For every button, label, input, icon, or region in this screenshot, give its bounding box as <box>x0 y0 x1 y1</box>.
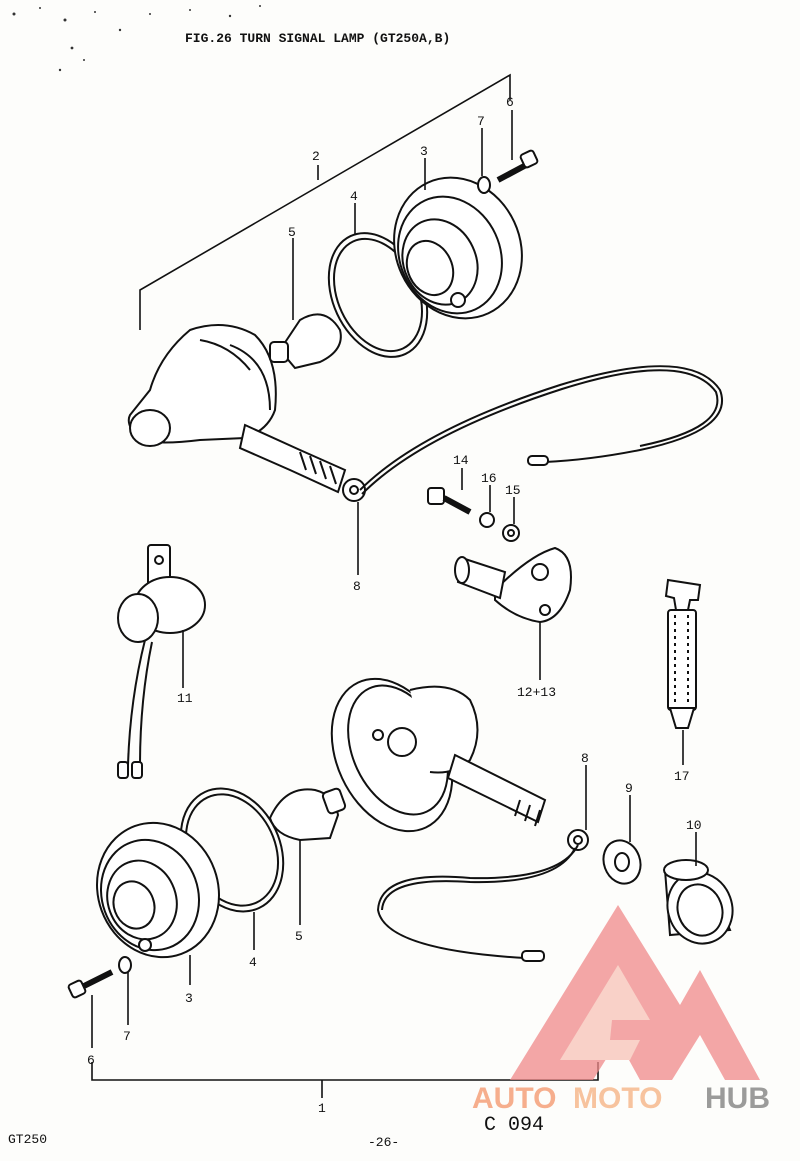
label-7-lower: 7 <box>123 1029 131 1044</box>
upper-lamp-housing <box>127 324 366 502</box>
flasher-relay-11 <box>117 544 206 779</box>
lower-washer <box>118 956 132 974</box>
washer-15 <box>502 524 520 542</box>
label-5-upper: 5 <box>288 225 296 240</box>
upper-bulb <box>269 313 342 370</box>
label-16: 16 <box>481 471 497 486</box>
label-6-lower: 6 <box>87 1053 95 1068</box>
label-8-lower: 8 <box>581 751 589 766</box>
lower-lamp-housing <box>330 677 547 833</box>
label-4-lower: 4 <box>249 955 257 970</box>
label-5-lower: 5 <box>295 929 303 944</box>
label-4-upper: 4 <box>350 189 358 204</box>
label-14: 14 <box>453 453 469 468</box>
label-2: 2 <box>312 149 320 164</box>
footer-code: C 094 <box>484 1114 544 1137</box>
watermark-logo <box>510 905 760 1080</box>
nut-8 <box>567 829 589 851</box>
watermark-moto: MOTO <box>573 1082 662 1115</box>
lower-wire <box>376 844 579 959</box>
label-6-upper: 6 <box>506 95 514 110</box>
label-9: 9 <box>625 781 633 796</box>
label-7-upper: 7 <box>477 114 485 129</box>
lower-screw <box>67 969 114 999</box>
footer-model: GT250 <box>8 1132 47 1147</box>
footer-page-number: -26- <box>368 1135 399 1150</box>
watermark-hub: HUB <box>705 1082 770 1115</box>
label-15: 15 <box>505 483 521 498</box>
watermark-auto: AUTO <box>472 1082 556 1115</box>
leader-lines <box>91 110 697 1048</box>
scan-specks <box>12 5 261 72</box>
washer-16 <box>479 512 495 528</box>
label-1: 1 <box>318 1101 326 1116</box>
label-11: 11 <box>177 691 193 706</box>
washer-9 <box>602 839 642 885</box>
label-12-13: 12+13 <box>517 685 556 700</box>
label-3-lower: 3 <box>185 991 193 1006</box>
label-10: 10 <box>686 818 702 833</box>
lower-bulb <box>268 787 347 842</box>
upper-wire <box>359 365 723 491</box>
lower-lens <box>96 821 220 959</box>
upper-lens <box>393 176 523 320</box>
bracket-part-2 <box>139 73 511 330</box>
mount-bracket-12-13 <box>454 546 572 624</box>
part-17 <box>664 578 702 729</box>
figure-title: FIG.26 TURN SIGNAL LAMP (GT250A,B) <box>185 31 450 46</box>
label-3-upper: 3 <box>420 144 428 159</box>
rubber-cap-10 <box>663 859 734 945</box>
label-17: 17 <box>674 769 690 784</box>
bolt-14 <box>427 487 472 515</box>
upper-screw <box>496 149 539 183</box>
label-8-upper: 8 <box>353 579 361 594</box>
upper-washer <box>477 176 491 194</box>
